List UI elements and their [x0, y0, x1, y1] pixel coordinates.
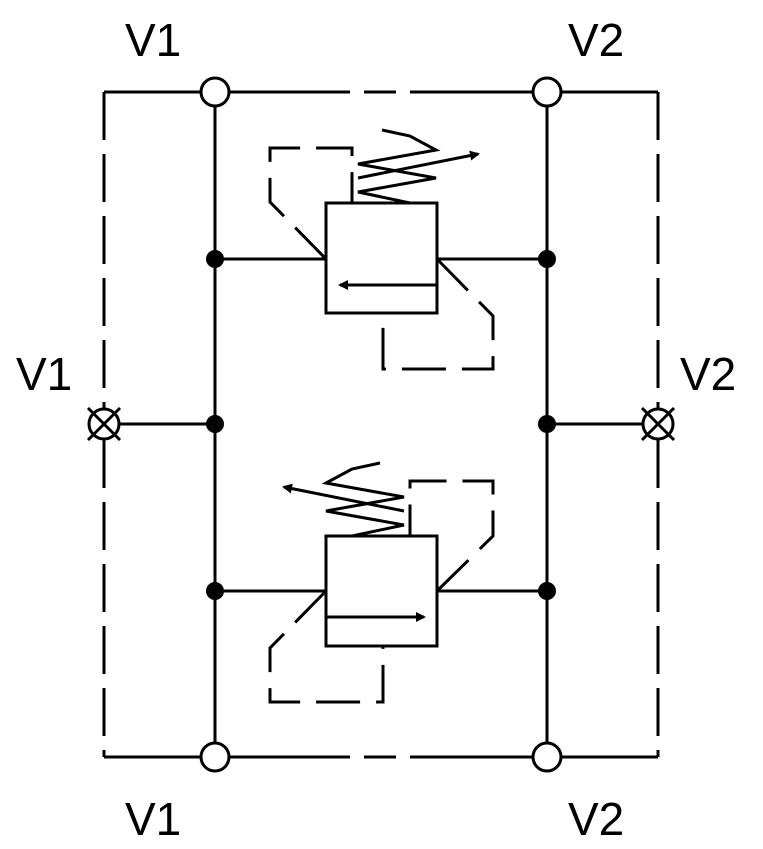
port-label-mid-right: V2: [680, 348, 736, 400]
port-label-bottom-left: V1: [125, 793, 181, 845]
port-v2-bottom: [531, 741, 563, 773]
port-label-mid-left: V1: [16, 348, 72, 400]
spring-icon: [357, 128, 441, 205]
pilot-line: [381, 257, 495, 371]
pilot-line: [268, 146, 354, 261]
spring-icon: [321, 461, 405, 538]
port-label-top-left: V1: [125, 14, 181, 66]
port-label-top-right: V2: [568, 14, 624, 66]
adjustment-arrow-icon: [357, 150, 480, 180]
port-label-bottom-right: V2: [568, 793, 624, 845]
pilot-line: [408, 479, 495, 593]
port-v1-top: [199, 76, 231, 108]
junction-dot: [538, 415, 556, 433]
adjustment-arrow-icon: [282, 483, 405, 513]
junction-dot: [206, 415, 224, 433]
enclosure-outline: [102, 90, 660, 759]
port-v2-top: [531, 76, 563, 108]
port-v1-side: [86, 406, 122, 442]
relief-valve-lower: [215, 461, 547, 704]
port-v2-side: [640, 406, 676, 442]
relief-valve-upper: [215, 128, 547, 371]
port-v1-bottom: [199, 741, 231, 773]
pilot-line: [268, 589, 385, 704]
